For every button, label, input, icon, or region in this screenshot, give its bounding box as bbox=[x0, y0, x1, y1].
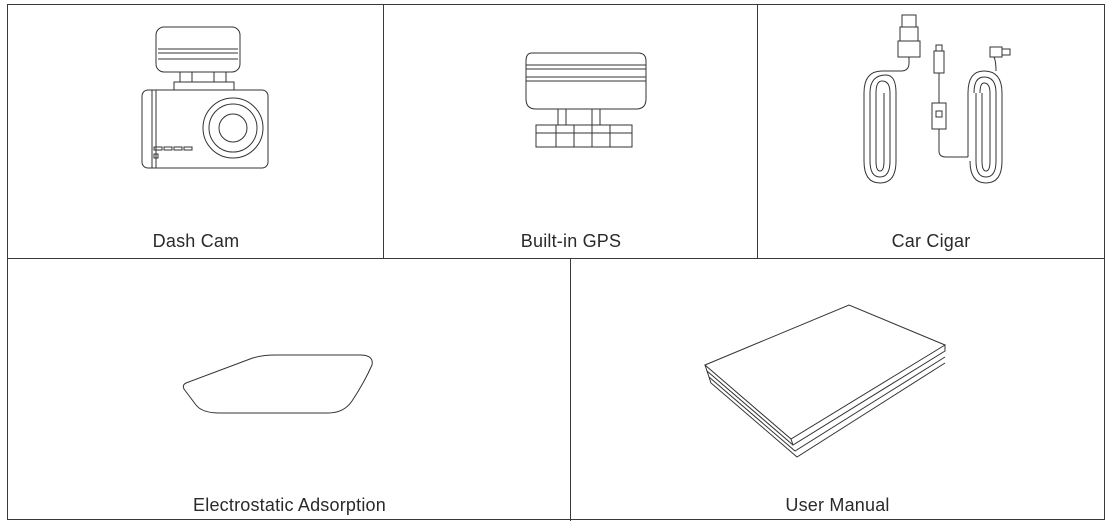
column-divider bbox=[383, 5, 384, 259]
item-cell-electrostatic-adsorption: Electrostatic Adsorption bbox=[8, 259, 571, 521]
manual-booklet-icon bbox=[699, 301, 949, 461]
item-cell-built-in-gps: Built-in GPS bbox=[384, 5, 758, 259]
item-cell-user-manual: User Manual bbox=[571, 259, 1104, 521]
item-cell-car-cigar: Car Cigar bbox=[758, 5, 1104, 259]
item-label-user-manual: User Manual bbox=[785, 495, 890, 515]
column-divider bbox=[757, 5, 758, 259]
dash-cam-icon bbox=[136, 23, 276, 173]
column-divider bbox=[570, 259, 571, 521]
item-cell-dash-cam: Dash Cam bbox=[8, 5, 384, 259]
gps-module-icon bbox=[520, 49, 652, 151]
car-charger-cable-icon bbox=[856, 11, 1026, 191]
item-label-dash-cam: Dash Cam bbox=[152, 231, 240, 251]
package-contents-table: Dash Cam Built-in GPS bbox=[7, 4, 1105, 521]
item-label-electrostatic-adsorption: Electrostatic Adsorption bbox=[193, 495, 386, 515]
row-divider bbox=[8, 258, 1104, 259]
adhesive-sticker-icon bbox=[180, 353, 380, 417]
item-label-car-cigar: Car Cigar bbox=[891, 231, 971, 251]
item-label-built-in-gps: Built-in GPS bbox=[520, 231, 622, 251]
